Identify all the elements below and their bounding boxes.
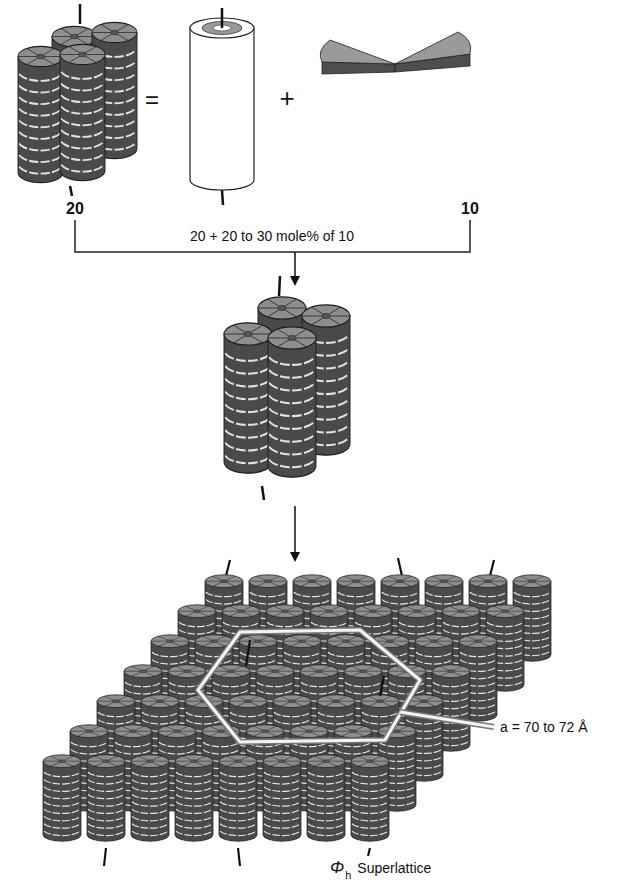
cylinder-model <box>190 8 254 205</box>
mixture-label: 20 + 20 to 30 mole% of 10 <box>190 228 354 244</box>
phase-subscript: h <box>345 869 351 882</box>
phase-name: Superlattice <box>357 860 431 876</box>
compound-number: 20 <box>66 200 84 218</box>
phase-symbol: Φ <box>330 858 344 878</box>
column-bundle <box>18 4 137 196</box>
lattice-dimension: a = 70 to 72 Å <box>500 719 588 735</box>
column-bundle <box>224 276 350 500</box>
bracket <box>75 220 470 252</box>
wedge-model <box>320 32 471 74</box>
hexagon-outline <box>198 630 494 742</box>
plus-sign: + <box>279 84 294 114</box>
arrow <box>294 506 296 560</box>
equals-sign: = <box>145 86 159 114</box>
column-lattice <box>43 558 551 866</box>
compound-number: 10 <box>461 200 479 218</box>
arrow <box>294 252 296 284</box>
